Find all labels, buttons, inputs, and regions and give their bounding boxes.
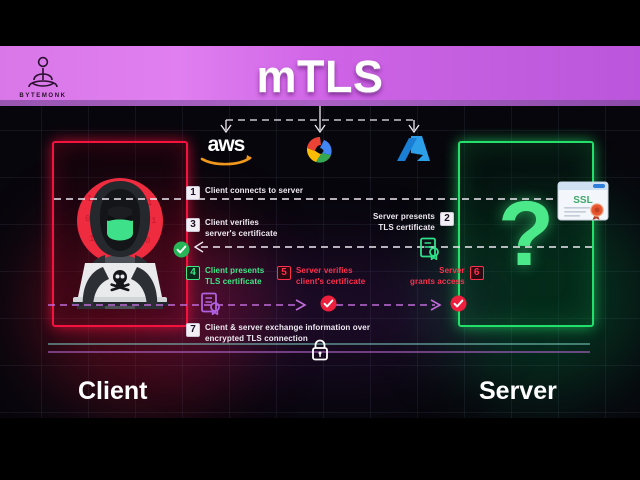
certificate-icon-purple <box>201 292 220 315</box>
aws-logo: aws <box>186 132 266 168</box>
red-check-badge <box>320 295 337 312</box>
client-caption: Client <box>78 377 148 405</box>
svg-text:1: 1 <box>87 194 92 204</box>
svg-text:1: 1 <box>151 216 156 226</box>
step-7-number: 7 <box>186 323 200 337</box>
step-7: 7 Client & server exchange information o… <box>186 323 370 344</box>
svg-text:1: 1 <box>147 198 152 208</box>
step-1-number: 1 <box>186 186 200 200</box>
step-6-number: 6 <box>469 266 484 280</box>
svg-text:1: 1 <box>89 234 94 244</box>
hacker-illustration: 101 010 110 01 <box>71 178 169 309</box>
step-3-number: 3 <box>186 218 200 232</box>
bytemonk-logo-text: BYTEMONK <box>19 92 67 99</box>
ssl-certificate-card: SSL <box>557 181 609 221</box>
svg-text:0: 0 <box>145 236 150 246</box>
certificate-icon-green <box>420 237 439 260</box>
step-1: 1 Client connects to server <box>186 186 303 200</box>
azure-logo <box>375 132 455 168</box>
step-7-text: Client & server exchange information ove… <box>205 323 371 343</box>
green-check-badge <box>173 241 190 258</box>
letterbox-top <box>0 0 640 46</box>
title-banner: BYTEMONK mTLS <box>0 46 640 106</box>
step-2-number: 2 <box>439 212 454 226</box>
cloud-providers-row: aws <box>0 106 640 168</box>
monk-figure-icon <box>28 56 58 87</box>
letterbox-bottom <box>0 418 640 480</box>
flow-line-step4 <box>48 299 442 311</box>
padlock-icon <box>312 339 328 361</box>
bytemonk-logo: BYTEMONK <box>14 50 72 104</box>
svg-text:aws: aws <box>208 133 245 156</box>
step-4-number: 4 <box>186 266 200 280</box>
server-endpoint-box: ? <box>458 141 594 327</box>
google-cloud-logo <box>280 132 360 168</box>
svg-text:SSL: SSL <box>573 195 592 206</box>
server-caption: Server <box>479 377 557 405</box>
step-1-text: Client connects to server <box>205 186 304 195</box>
page-title: mTLS <box>256 50 384 102</box>
question-mark-icon: ? <box>497 183 555 285</box>
distribution-lines <box>220 106 420 134</box>
flow-line-step1 <box>54 193 593 205</box>
svg-text:0: 0 <box>85 214 90 224</box>
client-endpoint-box: 101 010 110 01 <box>52 141 188 327</box>
step-5-number: 5 <box>277 266 291 280</box>
red-check-badge <box>450 295 467 312</box>
seal-icon <box>590 203 604 220</box>
flow-line-step2 <box>193 241 592 253</box>
